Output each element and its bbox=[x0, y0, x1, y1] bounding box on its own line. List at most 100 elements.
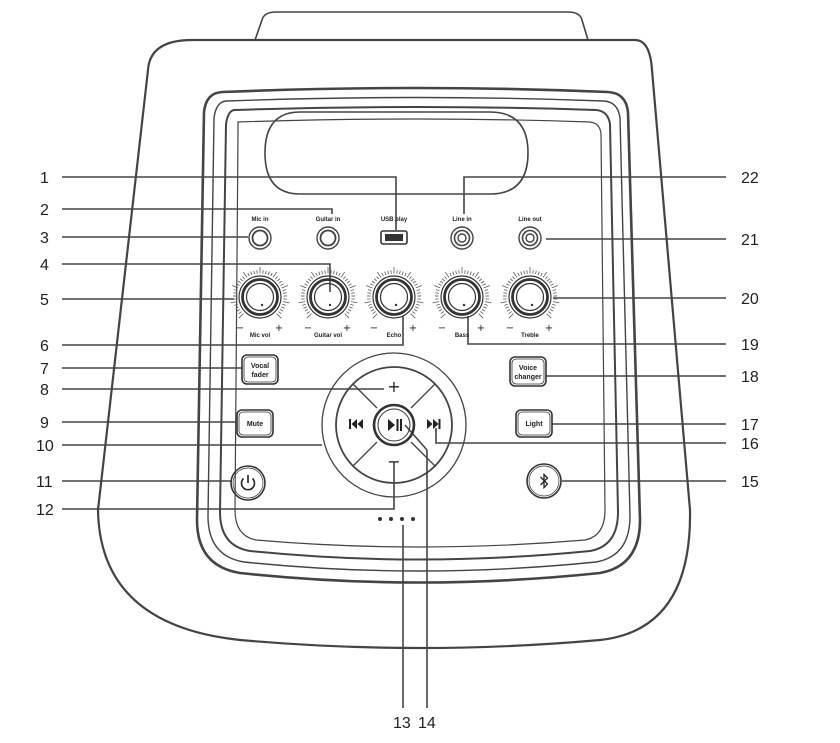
knob-pointer bbox=[530, 303, 534, 307]
knob-tick bbox=[484, 303, 488, 306]
knob-tick bbox=[367, 289, 372, 292]
volume-up-sign: + bbox=[387, 377, 400, 396]
knob-ring bbox=[443, 278, 481, 316]
usb-play-label: USB play bbox=[381, 217, 408, 223]
light-button[interactable]: Light bbox=[515, 409, 553, 438]
leader-2 bbox=[62, 208, 333, 214]
knob-tick bbox=[444, 271, 450, 278]
knob-tick bbox=[370, 308, 375, 312]
callout-7: 7 bbox=[40, 361, 49, 378]
knob-tick bbox=[335, 271, 338, 276]
knob-tick bbox=[333, 270, 335, 275]
knob-tick bbox=[278, 280, 283, 284]
knob-tick bbox=[517, 272, 520, 277]
knob-tick bbox=[233, 289, 238, 292]
previous-track-icon[interactable] bbox=[349, 419, 363, 429]
knob-tick bbox=[503, 292, 507, 294]
line-out-jack[interactable] bbox=[518, 226, 542, 250]
guitar-in-label: Guitar in bbox=[316, 217, 341, 223]
treble-knob[interactable] bbox=[500, 267, 560, 319]
knob-tick bbox=[436, 303, 440, 306]
knob-tick bbox=[281, 306, 285, 309]
usb-port-icon[interactable] bbox=[380, 230, 408, 245]
knob-tick bbox=[520, 271, 523, 276]
knob-tick bbox=[546, 278, 551, 282]
callout-19: 19 bbox=[741, 337, 759, 354]
knob-tick bbox=[270, 272, 273, 277]
knob-pointer bbox=[260, 303, 264, 307]
knob-tick bbox=[551, 285, 558, 289]
volume-down-button[interactable]: − bbox=[374, 452, 414, 478]
knob-tick bbox=[551, 306, 555, 309]
knob-tick bbox=[301, 289, 306, 292]
knob-ring bbox=[238, 275, 282, 319]
knob-ring bbox=[245, 282, 275, 312]
knob-tick bbox=[304, 308, 309, 312]
line-in-jack[interactable] bbox=[450, 226, 474, 250]
callout-9: 9 bbox=[40, 415, 49, 432]
vocal-fader-button[interactable]: Vocal fader bbox=[241, 354, 279, 385]
mic-vol-plus: + bbox=[275, 323, 283, 334]
knob-tick bbox=[253, 270, 255, 275]
knob-pointer bbox=[462, 303, 466, 307]
bluetooth-button[interactable] bbox=[526, 463, 562, 499]
vocal-fader-label-1: Vocal bbox=[251, 363, 269, 370]
leader-4 bbox=[62, 263, 331, 292]
bass-plus: + bbox=[477, 323, 485, 334]
knob-tick bbox=[410, 313, 416, 319]
panel-outline-2 bbox=[207, 96, 631, 572]
play-pause-button[interactable] bbox=[372, 403, 416, 447]
knob-tick bbox=[485, 292, 489, 294]
knob-tick bbox=[350, 301, 358, 304]
panel-inner bbox=[234, 118, 606, 548]
knob-tick bbox=[434, 285, 441, 289]
leader-19 bbox=[467, 316, 726, 345]
knob-tick bbox=[303, 306, 307, 309]
voice-changer-button[interactable]: Voice changer bbox=[509, 356, 547, 387]
knob-tick bbox=[281, 285, 288, 289]
line-out-label: Line out bbox=[518, 217, 541, 223]
knob-tick bbox=[440, 313, 446, 319]
volume-up-button[interactable]: + bbox=[374, 372, 414, 398]
mute-button[interactable]: Mute bbox=[236, 409, 274, 438]
knob-tick bbox=[503, 289, 508, 292]
knob-tick bbox=[546, 313, 552, 319]
mic-in-jack[interactable] bbox=[248, 226, 272, 250]
knob-tick bbox=[435, 289, 440, 292]
leader-12 bbox=[62, 462, 395, 510]
knob-tick bbox=[500, 301, 508, 304]
wheel-divider bbox=[352, 441, 378, 467]
callout-17: 17 bbox=[741, 417, 759, 434]
guitar-vol-minus: − bbox=[304, 323, 312, 334]
power-button[interactable] bbox=[230, 465, 266, 501]
bass-knob[interactable] bbox=[432, 267, 492, 319]
knob-tick bbox=[406, 271, 412, 278]
knob-tick bbox=[306, 313, 312, 319]
echo-knob[interactable] bbox=[364, 267, 424, 319]
callout-6: 6 bbox=[40, 338, 49, 355]
knob-tick bbox=[401, 271, 404, 276]
guitar-vol-knob[interactable] bbox=[298, 267, 358, 319]
knob-tick bbox=[483, 306, 487, 309]
knob-tick bbox=[440, 311, 444, 315]
knob-tick bbox=[366, 285, 373, 289]
next-track-icon[interactable] bbox=[427, 419, 441, 429]
knob-tick bbox=[507, 280, 512, 284]
knob-tick bbox=[234, 303, 238, 306]
voice-changer-label-1: Voice bbox=[519, 365, 537, 372]
led-dot bbox=[411, 517, 415, 521]
knob-tick bbox=[444, 276, 448, 280]
knob-tick bbox=[300, 285, 307, 289]
treble-minus: − bbox=[506, 323, 514, 334]
knob-tick bbox=[476, 276, 480, 280]
mic-vol-knob[interactable] bbox=[230, 267, 290, 319]
callout-5: 5 bbox=[40, 292, 49, 309]
guitar-in-jack[interactable] bbox=[316, 226, 340, 250]
knob-tick bbox=[508, 313, 514, 319]
knob-tick bbox=[484, 289, 489, 292]
knob-tick bbox=[267, 271, 270, 276]
knob-tick bbox=[280, 283, 284, 286]
led-dot bbox=[400, 517, 404, 521]
knob-tick bbox=[302, 303, 306, 306]
